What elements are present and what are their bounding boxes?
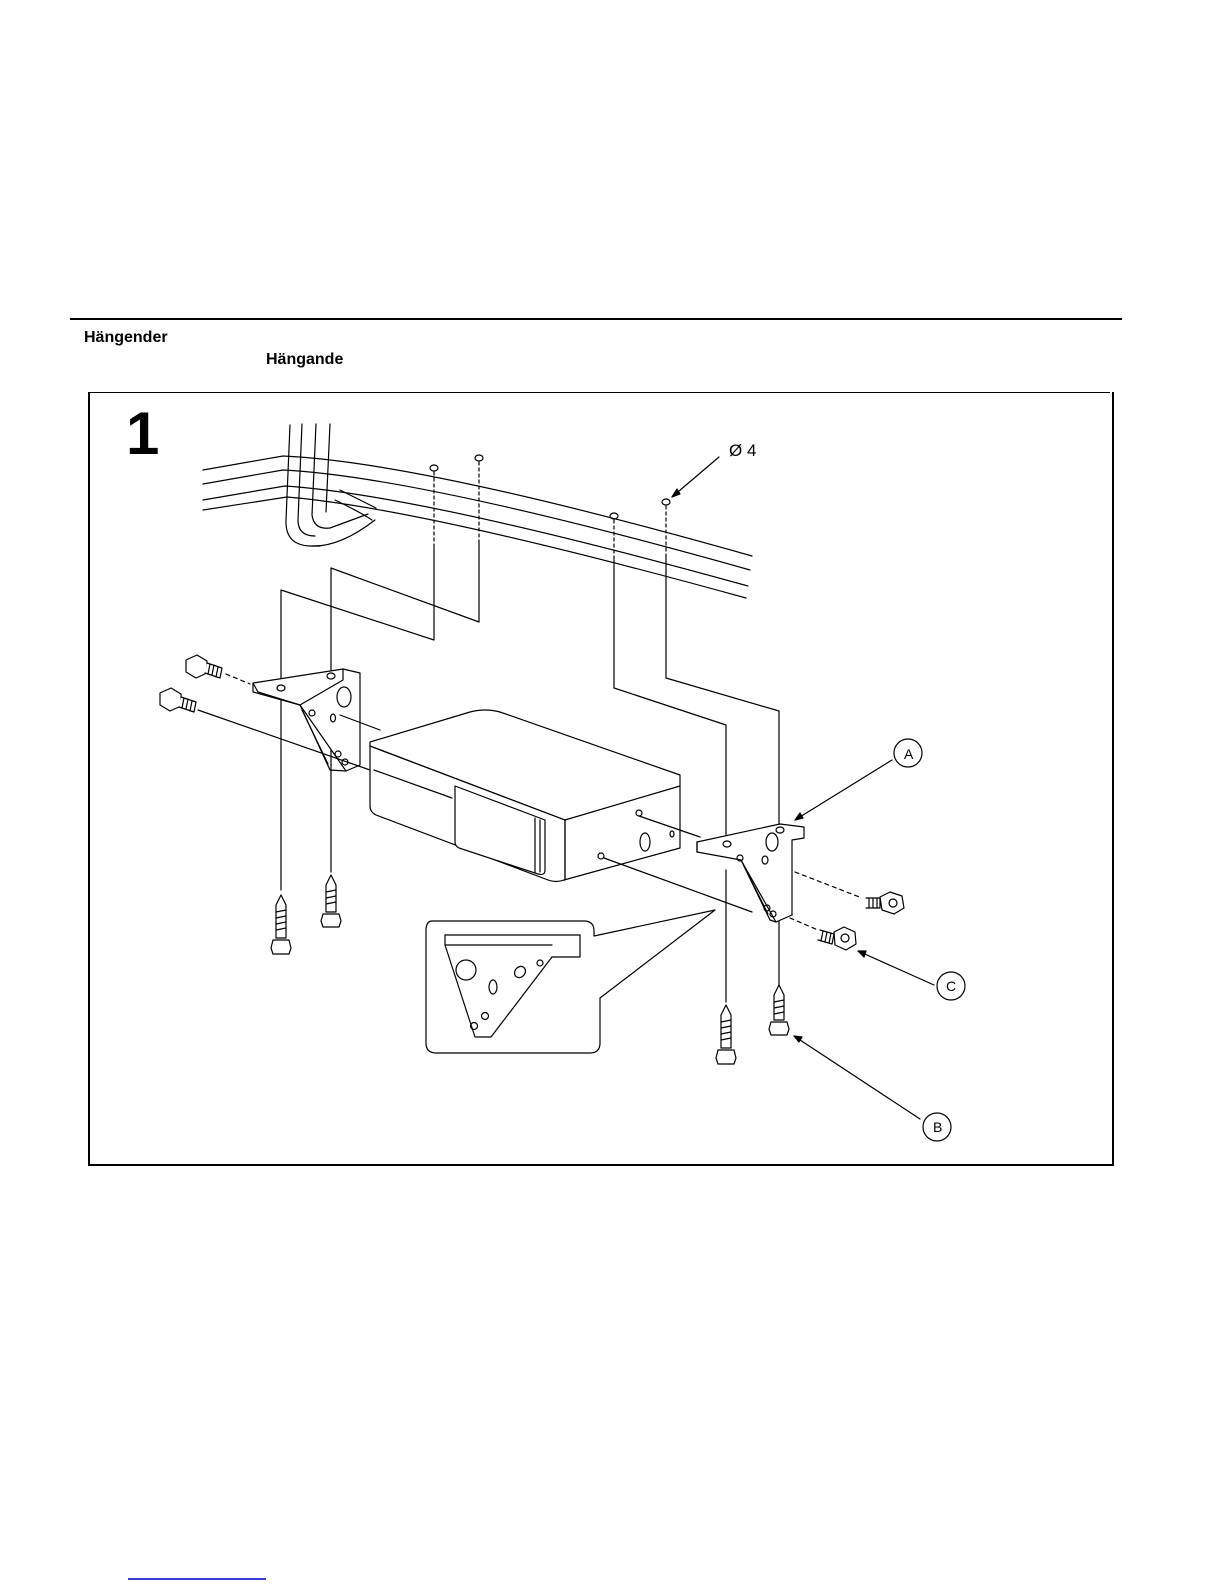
callout-a bbox=[795, 739, 922, 820]
flange-bolt-c bbox=[790, 918, 856, 950]
tapping-screw-b bbox=[769, 985, 789, 1035]
vehicle-pipe-bend bbox=[286, 424, 375, 546]
callout-a-label: A bbox=[904, 746, 913, 762]
callout-b bbox=[794, 1036, 951, 1141]
bracket-a bbox=[697, 824, 804, 922]
left-bracket bbox=[253, 669, 360, 771]
step-number: 1 bbox=[126, 404, 157, 464]
vehicle-frame-rails bbox=[203, 456, 752, 598]
bracket-detail-inset bbox=[426, 910, 715, 1053]
hole-diameter-label: Ø 4 bbox=[729, 441, 756, 461]
tapping-screw-right-1 bbox=[716, 1005, 736, 1064]
diameter-pointer bbox=[672, 457, 719, 497]
flange-bolt-right-upper bbox=[795, 872, 904, 914]
cd-changer-unit bbox=[340, 710, 752, 912]
footer-link-underline[interactable] bbox=[128, 1578, 266, 1580]
tapping-screw-left-2 bbox=[321, 875, 341, 927]
flange-bolt-left-upper bbox=[186, 655, 250, 684]
callout-b-label: B bbox=[933, 1119, 942, 1135]
drill-holes bbox=[430, 455, 670, 519]
callout-c-label: C bbox=[946, 978, 956, 994]
drill-hole-guides bbox=[434, 462, 666, 560]
tapping-screw-left-1 bbox=[271, 895, 291, 954]
